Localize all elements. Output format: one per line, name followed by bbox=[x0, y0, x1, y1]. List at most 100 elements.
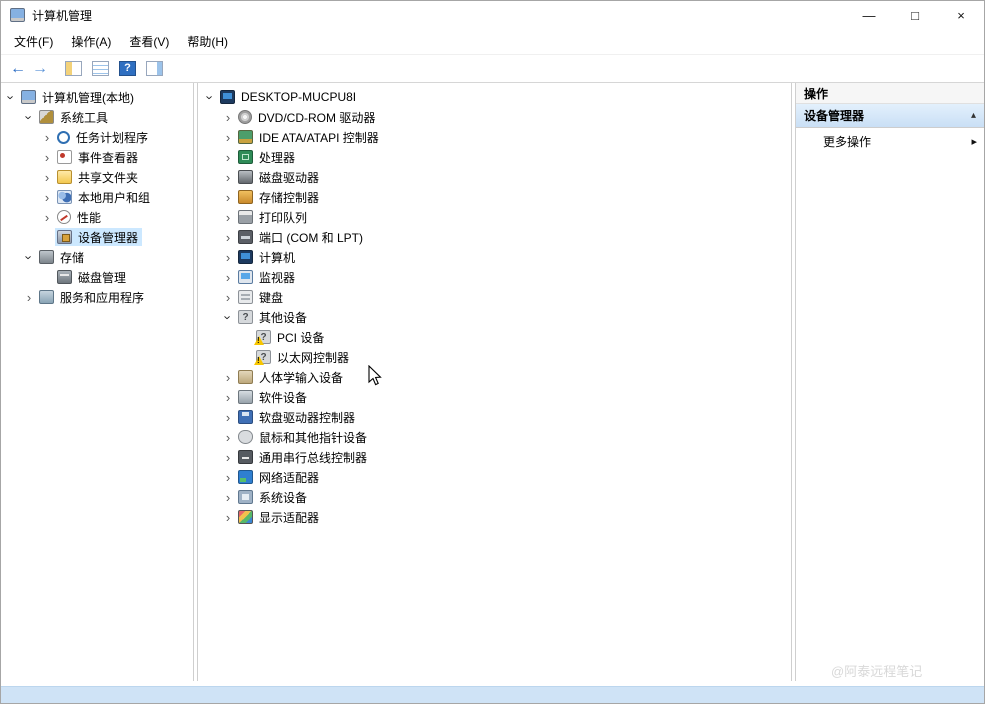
print-queue-icon bbox=[238, 210, 253, 224]
tree-item-disk-drives[interactable]: › 磁盘驱动器 bbox=[200, 167, 791, 187]
tree-item-processors[interactable]: › 处理器 bbox=[200, 147, 791, 167]
menu-bar: 文件(F) 操作(A) 查看(V) 帮助(H) bbox=[1, 29, 984, 55]
ide-controller-icon bbox=[238, 130, 253, 144]
chevron-right-icon[interactable]: › bbox=[225, 489, 231, 505]
actions-section-device-manager[interactable]: 设备管理器 ▴ bbox=[796, 104, 984, 128]
more-actions-item[interactable]: 更多操作 ▸ bbox=[796, 128, 984, 154]
action-pane-toggle-icon[interactable] bbox=[146, 61, 163, 76]
tree-item-software-devices[interactable]: ›软件设备 bbox=[200, 387, 791, 407]
tree-item-dvd-cdrom-drives[interactable]: ›DVD/CD-ROM 驱动器 bbox=[200, 107, 791, 127]
window-controls: — □ × bbox=[846, 1, 984, 29]
network-adapter-icon bbox=[238, 470, 253, 484]
tree-item-label: 服务和应用程序 bbox=[60, 290, 145, 305]
left-splitter[interactable] bbox=[194, 83, 198, 681]
tree-item-keyboards[interactable]: ›键盘 bbox=[200, 287, 791, 307]
chevron-right-icon[interactable]: › bbox=[44, 209, 50, 225]
tree-item-display-adapters[interactable]: ›显示适配器 bbox=[200, 507, 791, 527]
tree-item-device-manager[interactable]: 设备管理器 bbox=[1, 227, 193, 247]
tree-item-mice-and-pointing-devices[interactable]: ›鼠标和其他指针设备 bbox=[200, 427, 791, 447]
mouse-icon bbox=[238, 430, 253, 444]
chevron-right-icon[interactable]: › bbox=[225, 469, 231, 485]
collapse-section-icon[interactable]: ▴ bbox=[970, 110, 976, 121]
chevron-right-icon[interactable]: › bbox=[225, 149, 231, 165]
tree-item-label: 磁盘管理 bbox=[78, 270, 127, 285]
chevron-right-icon[interactable]: › bbox=[225, 449, 231, 465]
chevron-right-icon[interactable]: › bbox=[225, 429, 231, 445]
chevron-right-icon[interactable]: › bbox=[44, 189, 50, 205]
tree-item-task-scheduler[interactable]: ›任务计划程序 bbox=[1, 127, 193, 147]
tree-item-desktop-mucpu8i[interactable]: ›DESKTOP-MUCPU8I bbox=[200, 87, 791, 107]
maximize-button[interactable]: □ bbox=[911, 7, 919, 23]
tree-item-usb-controllers[interactable]: ›通用串行总线控制器 bbox=[200, 447, 791, 467]
tree-item-ethernet-controller[interactable]: 以太网控制器 bbox=[200, 347, 791, 367]
actions-pane-title: 操作 bbox=[796, 83, 984, 104]
chevron-down-icon[interactable]: › bbox=[3, 94, 19, 100]
tree-item-shared-folders[interactable]: ›共享文件夹 bbox=[1, 167, 193, 187]
close-button[interactable]: × bbox=[957, 7, 965, 23]
chevron-down-icon[interactable]: › bbox=[21, 254, 37, 260]
chevron-right-icon[interactable]: › bbox=[225, 409, 231, 425]
chevron-right-icon[interactable]: › bbox=[225, 509, 231, 525]
minimize-button[interactable]: — bbox=[862, 7, 876, 23]
tree-item-storage[interactable]: ›存储 bbox=[1, 247, 193, 267]
tree-item-system-tools[interactable]: ›系统工具 bbox=[1, 107, 193, 127]
device-manager-icon bbox=[57, 230, 72, 244]
tree-item-computer-management-local[interactable]: ›计算机管理(本地) bbox=[1, 87, 193, 107]
tree-item-event-viewer[interactable]: ›事件查看器 bbox=[1, 147, 193, 167]
chevron-right-icon[interactable]: › bbox=[225, 169, 231, 185]
tree-item-computer[interactable]: › 计算机 bbox=[200, 247, 791, 267]
console-window-icon[interactable] bbox=[65, 61, 82, 76]
chevron-right-icon[interactable]: › bbox=[225, 109, 231, 125]
chevron-right-icon[interactable]: › bbox=[225, 229, 231, 245]
chevron-right-icon[interactable]: › bbox=[26, 289, 32, 305]
back-arrow-icon[interactable]: ← bbox=[10, 59, 26, 77]
tree-item-label: 本地用户和组 bbox=[78, 190, 151, 205]
export-list-icon[interactable] bbox=[92, 61, 109, 76]
tree-item-label: 网络适配器 bbox=[259, 470, 320, 485]
chevron-right-icon[interactable]: › bbox=[225, 209, 231, 225]
tree-item-other-devices[interactable]: ›其他设备 bbox=[200, 307, 791, 327]
tree-item-floppy-drive-controllers[interactable]: ›软盘驱动器控制器 bbox=[200, 407, 791, 427]
chevron-down-icon[interactable]: › bbox=[202, 94, 218, 100]
tree-item-monitors[interactable]: ›监视器 bbox=[200, 267, 791, 287]
menu-view[interactable]: 查看(V) bbox=[129, 35, 170, 49]
chevron-down-icon[interactable]: › bbox=[21, 114, 37, 120]
tree-item-local-users-and-groups[interactable]: › 本地用户和组 bbox=[1, 187, 193, 207]
tree-item-ide-ata-atapi-controllers[interactable]: › IDE ATA/ATAPI 控制器 bbox=[200, 127, 791, 147]
chevron-right-icon[interactable]: › bbox=[225, 289, 231, 305]
tree-item-label: 磁盘驱动器 bbox=[259, 170, 320, 185]
menu-file[interactable]: 文件(F) bbox=[14, 35, 54, 49]
tree-item-disk-management[interactable]: 磁盘管理 bbox=[1, 267, 193, 287]
forward-arrow-icon[interactable]: → bbox=[32, 59, 48, 77]
menu-action[interactable]: 操作(A) bbox=[71, 35, 112, 49]
processor-icon bbox=[238, 150, 253, 164]
tree-item-ports-com-lpt[interactable]: ›端口 (COM 和 LPT) bbox=[200, 227, 791, 247]
chevron-right-icon[interactable]: › bbox=[225, 269, 231, 285]
chevron-right-icon[interactable]: › bbox=[44, 149, 50, 165]
tree-item-pci-device[interactable]: PCI 设备 bbox=[200, 327, 791, 347]
tree-item-label: IDE ATA/ATAPI 控制器 bbox=[259, 130, 379, 145]
tree-item-human-interface-devices[interactable]: ›人体学输入设备 bbox=[200, 367, 791, 387]
chevron-right-icon[interactable]: › bbox=[44, 129, 50, 145]
tree-item-performance[interactable]: ›性能 bbox=[1, 207, 193, 227]
tree-item-storage-controllers[interactable]: ›存储控制器 bbox=[200, 187, 791, 207]
actions-pane: 操作 设备管理器 ▴ 更多操作 ▸ bbox=[795, 83, 984, 681]
chevron-right-icon[interactable]: › bbox=[225, 129, 231, 145]
chevron-down-icon[interactable]: › bbox=[220, 314, 236, 320]
tree-item-network-adapters[interactable]: › 网络适配器 bbox=[200, 467, 791, 487]
chevron-right-icon[interactable]: › bbox=[225, 389, 231, 405]
chevron-right-icon[interactable]: › bbox=[225, 249, 231, 265]
chevron-right-icon[interactable]: › bbox=[225, 369, 231, 385]
chevron-right-icon[interactable]: › bbox=[225, 189, 231, 205]
tree-item-services-and-applications[interactable]: › 服务和应用程序 bbox=[1, 287, 193, 307]
chevron-right-icon[interactable]: › bbox=[44, 169, 50, 185]
tree-item-system-devices[interactable]: ›系统设备 bbox=[200, 487, 791, 507]
menu-help[interactable]: 帮助(H) bbox=[187, 35, 228, 49]
right-splitter[interactable] bbox=[791, 83, 795, 681]
help-icon[interactable]: ? bbox=[119, 61, 136, 76]
tree-item-label: 处理器 bbox=[259, 150, 296, 165]
ports-icon bbox=[238, 230, 253, 244]
tree-item-label: 计算机 bbox=[259, 250, 296, 265]
tree-item-print-queues[interactable]: ›打印队列 bbox=[200, 207, 791, 227]
system-tools-icon bbox=[39, 110, 54, 124]
